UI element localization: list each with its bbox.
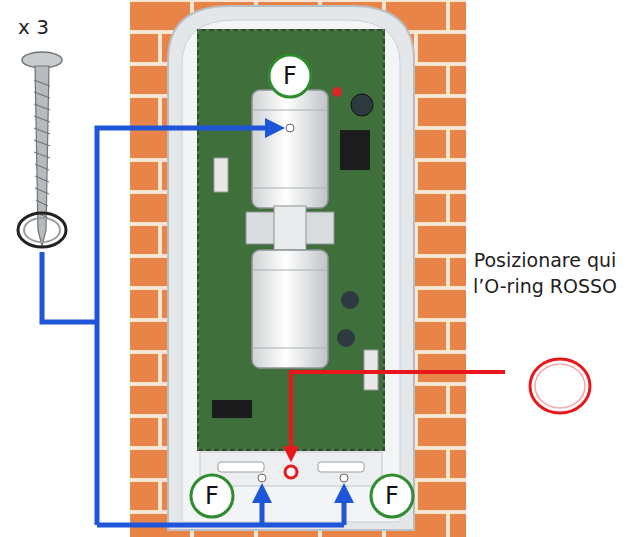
guide-arrow [260,492,265,525]
sensor-ring [252,110,328,111]
quantity-label: x 3 [18,14,78,41]
washer [24,218,60,242]
sensor-ring [252,270,328,271]
sensor-ring [252,188,328,189]
buzzer [351,94,373,116]
f-marker: F [369,473,415,519]
slot [218,462,264,472]
trimmer [341,291,359,309]
terminal-block [212,400,252,418]
connector [214,158,228,192]
label-box: x 3 [18,14,78,41]
label-box: Posizionare qui l’O-ring ROSSO [468,248,622,299]
marker-circle-shape [191,475,233,517]
slot [318,462,364,472]
f-marker: F [267,53,313,99]
guide-line [97,523,344,528]
leader-line [291,372,505,455]
sensor-bracket [274,206,306,250]
marker-letter: F [283,64,297,88]
pir-sensor [252,90,328,208]
sensor-ring [252,348,328,349]
chip [340,130,370,170]
o-ring [530,359,590,413]
trimmer [337,329,355,347]
f-marker: F [189,473,235,519]
screw-hole [340,474,348,482]
guide-line [42,252,97,322]
screw-hole [258,474,266,482]
led [332,87,342,97]
pir-sensor [252,250,328,368]
instruction-note: Posizionare qui l’O-ring ROSSO [468,248,622,299]
brick-wall [130,0,466,537]
marker-letter: F [385,484,399,508]
marker-letter: F [205,484,219,508]
washer [18,213,66,247]
marker-circle-shape [371,475,413,517]
guide-arrow [342,492,347,525]
o-ring [535,364,585,408]
screw-thread [34,80,50,218]
marker-circle-shape [269,55,311,97]
o-ring-marker [285,466,297,478]
screw-hole [286,124,294,132]
guide-arrow [97,128,276,525]
